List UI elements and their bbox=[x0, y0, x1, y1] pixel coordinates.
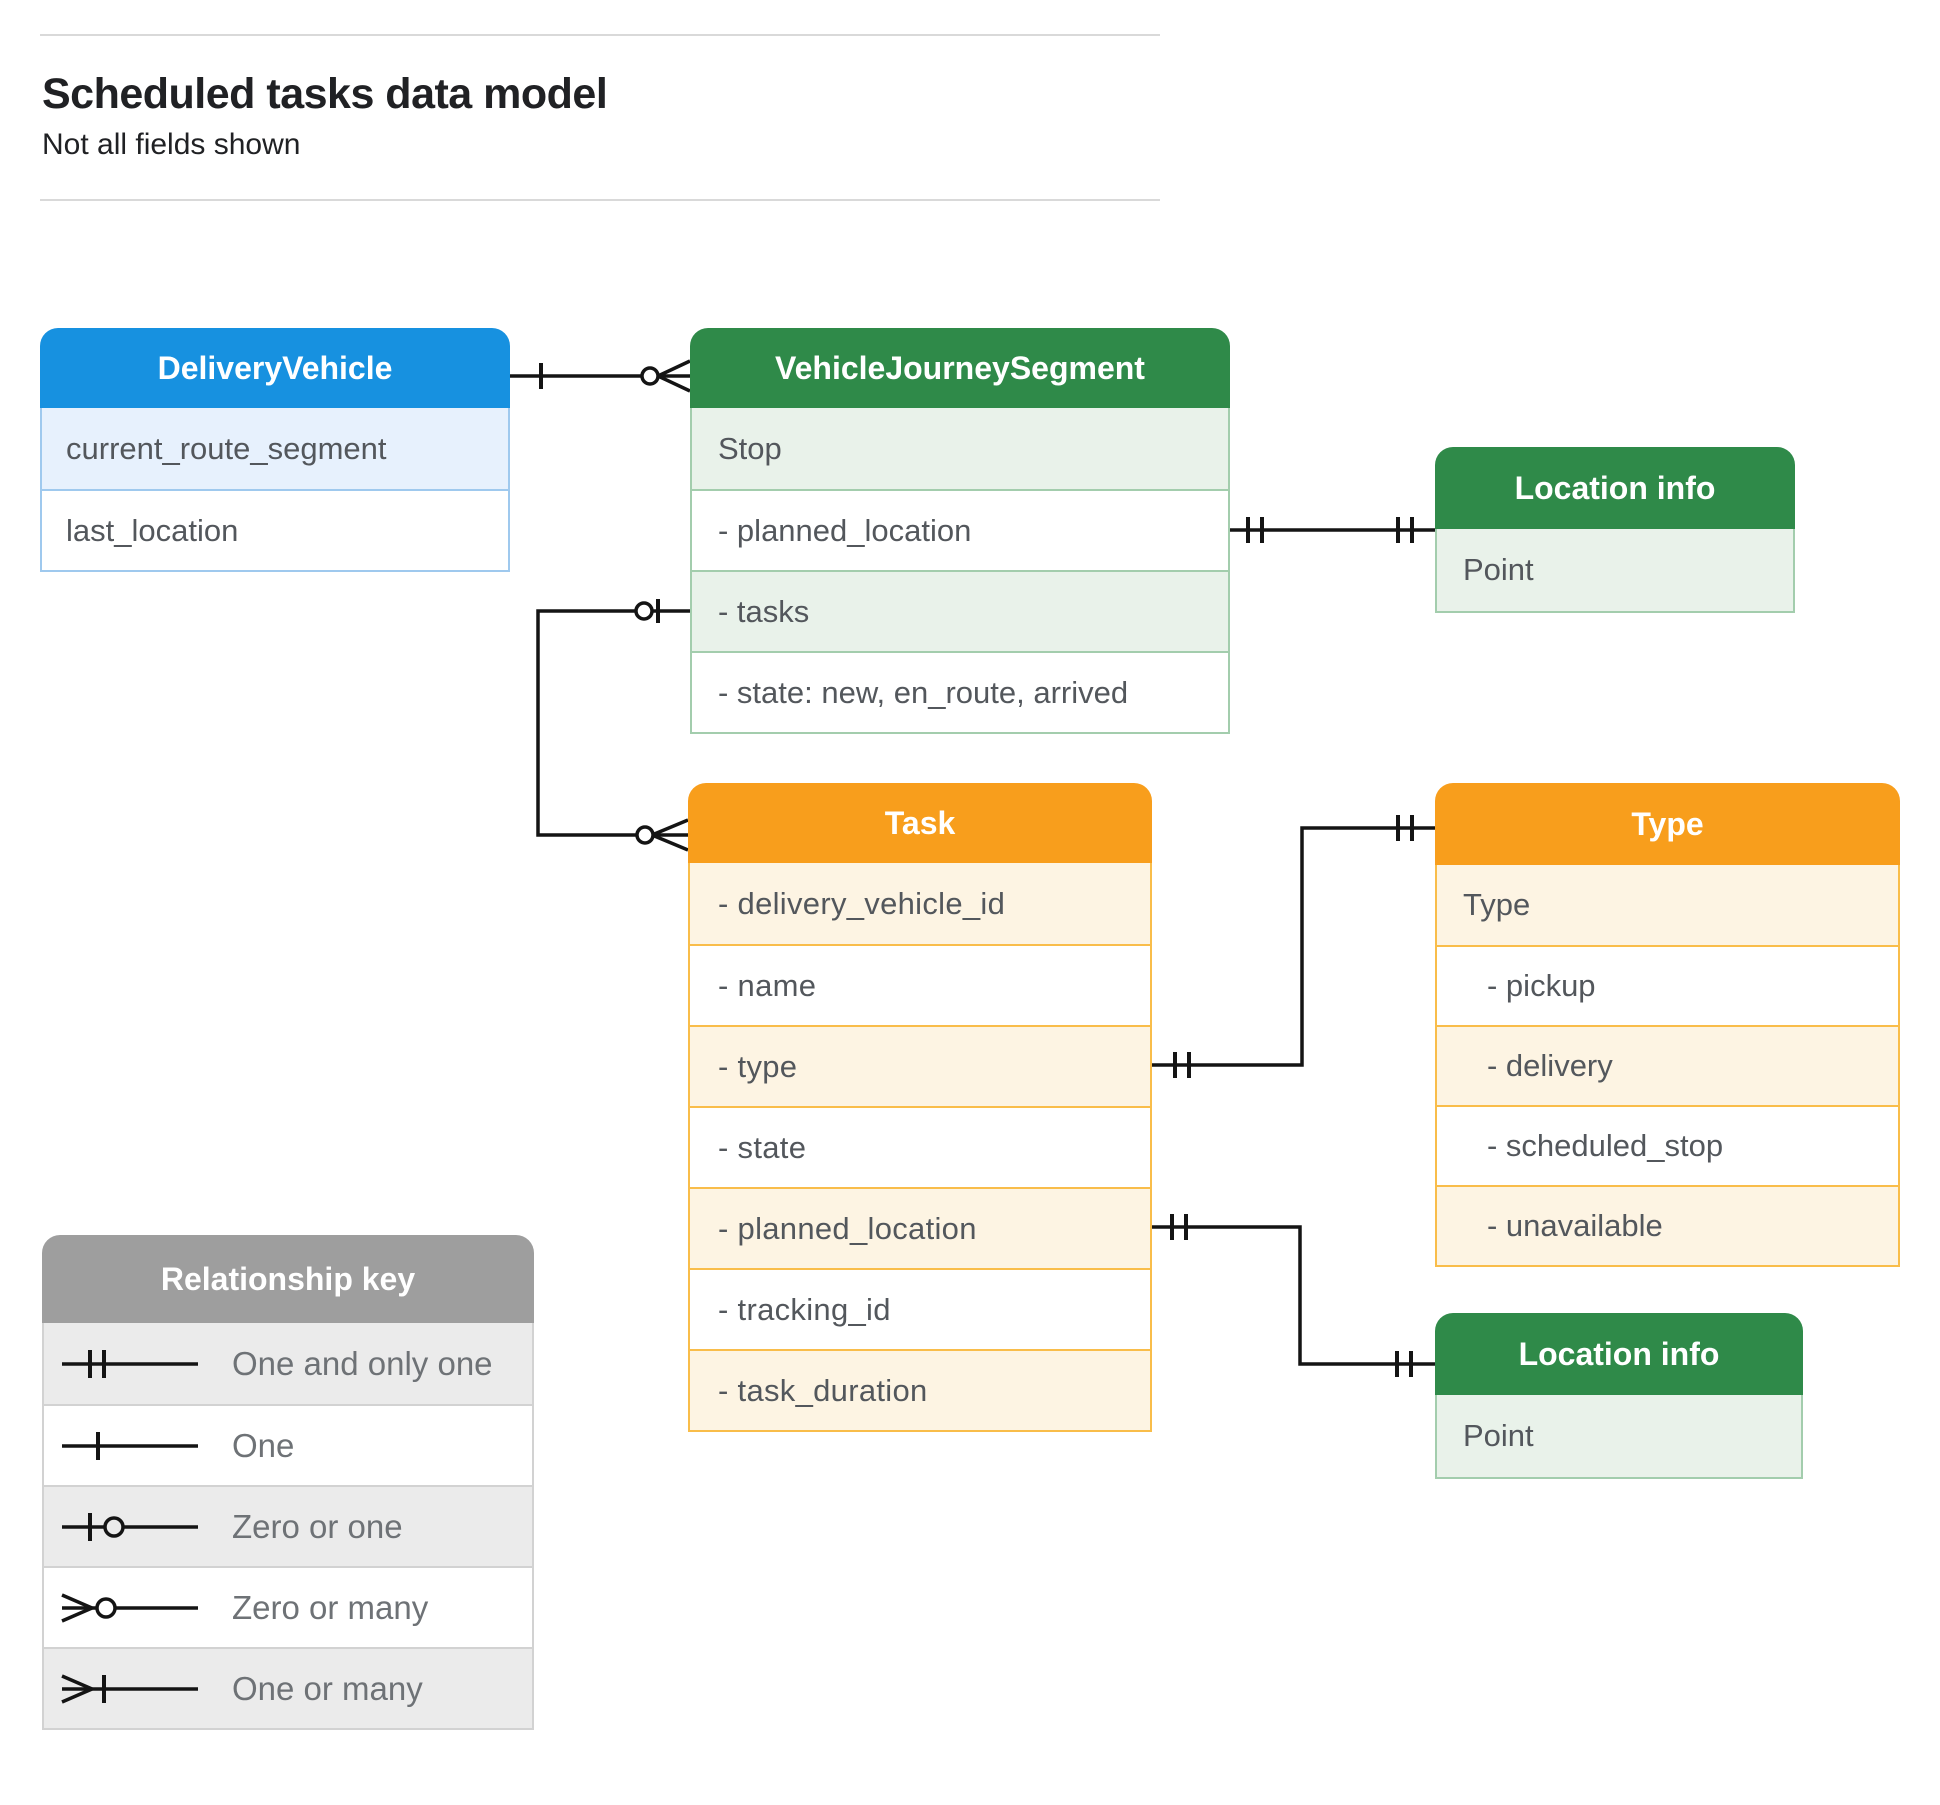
entity-vehicle-journey-segment-title: VehicleJourneySegment bbox=[690, 328, 1230, 408]
legend-title: Relationship key bbox=[42, 1235, 534, 1323]
connector-deliveryvehicle-vehiclejourneysegment bbox=[510, 359, 691, 393]
one-and-only-one-icon bbox=[62, 1349, 198, 1378]
entity-delivery-vehicle-title: DeliveryVehicle bbox=[40, 328, 510, 408]
field-planned-location: - planned_location bbox=[692, 489, 1228, 570]
field-stop: Stop bbox=[692, 408, 1228, 489]
entity-location-info-top: Location info Point bbox=[1435, 447, 1795, 613]
one-icon bbox=[62, 1431, 198, 1460]
entity-location-info-bottom: Location info Point bbox=[1435, 1313, 1803, 1479]
entity-task-title: Task bbox=[688, 783, 1152, 863]
legend-row-zero-or-many: Zero or many bbox=[44, 1566, 532, 1647]
field-point: Point bbox=[1437, 1395, 1801, 1477]
field-planned-location: - planned_location bbox=[690, 1187, 1150, 1268]
connector-vehiclejourneysegment-locationinfo bbox=[1230, 517, 1435, 543]
entity-type: Type Type - pickup - delivery - schedule… bbox=[1435, 783, 1900, 1267]
legend-row-one-or-many: One or many bbox=[44, 1647, 532, 1728]
field-state: - state bbox=[690, 1106, 1150, 1187]
field-task-duration: - task_duration bbox=[690, 1349, 1150, 1430]
entity-location-info-top-title: Location info bbox=[1435, 447, 1795, 529]
mid-divider bbox=[40, 199, 1160, 201]
legend-relationship-key: Relationship key One and only one One Ze… bbox=[42, 1235, 534, 1730]
legend-row-one: One bbox=[44, 1404, 532, 1485]
field-unavailable: - unavailable bbox=[1437, 1185, 1898, 1265]
top-divider bbox=[40, 34, 1160, 36]
one-or-many-icon bbox=[61, 1673, 198, 1704]
field-state: - state: new, en_route, arrived bbox=[692, 651, 1228, 732]
legend-label: One or many bbox=[232, 1669, 423, 1707]
legend-row-zero-or-one: Zero or one bbox=[44, 1485, 532, 1566]
legend-label: Zero or many bbox=[232, 1588, 429, 1626]
field-delivery-vehicle-id: - delivery_vehicle_id bbox=[690, 863, 1150, 944]
field-tracking-id: - tracking_id bbox=[690, 1268, 1150, 1349]
connector-task-locationinfo bbox=[1152, 1214, 1435, 1377]
connector-task-type bbox=[1152, 815, 1435, 1078]
field-tasks: - tasks bbox=[692, 570, 1228, 651]
entity-type-title: Type bbox=[1435, 783, 1900, 865]
zero-or-many-icon bbox=[61, 1592, 198, 1623]
page-title: Scheduled tasks data model bbox=[42, 70, 608, 118]
legend-label: One bbox=[232, 1426, 295, 1464]
zero-or-one-icon bbox=[62, 1512, 198, 1541]
entity-delivery-vehicle: DeliveryVehicle current_route_segment la… bbox=[40, 328, 510, 572]
field-last-location: last_location bbox=[42, 489, 508, 570]
field-delivery: - delivery bbox=[1437, 1025, 1898, 1105]
entity-vehicle-journey-segment: VehicleJourneySegment Stop - planned_loc… bbox=[690, 328, 1230, 734]
field-point: Point bbox=[1437, 529, 1793, 611]
field-pickup: - pickup bbox=[1437, 945, 1898, 1025]
page-subtitle: Not all fields shown bbox=[42, 128, 301, 161]
entity-task: Task - delivery_vehicle_id - name - type… bbox=[688, 783, 1152, 1432]
legend-label: Zero or one bbox=[232, 1507, 403, 1545]
legend-label: One and only one bbox=[232, 1344, 493, 1382]
field-name: - name bbox=[690, 944, 1150, 1025]
entity-location-info-bottom-title: Location info bbox=[1435, 1313, 1803, 1395]
field-scheduled-stop: - scheduled_stop bbox=[1437, 1105, 1898, 1185]
legend-row-one-and-only-one: One and only one bbox=[44, 1323, 532, 1404]
field-type-label: Type bbox=[1437, 865, 1898, 945]
connector-vehiclejourneysegment-task bbox=[536, 599, 690, 852]
field-current-route-segment: current_route_segment bbox=[42, 408, 508, 489]
field-type: - type bbox=[690, 1025, 1150, 1106]
